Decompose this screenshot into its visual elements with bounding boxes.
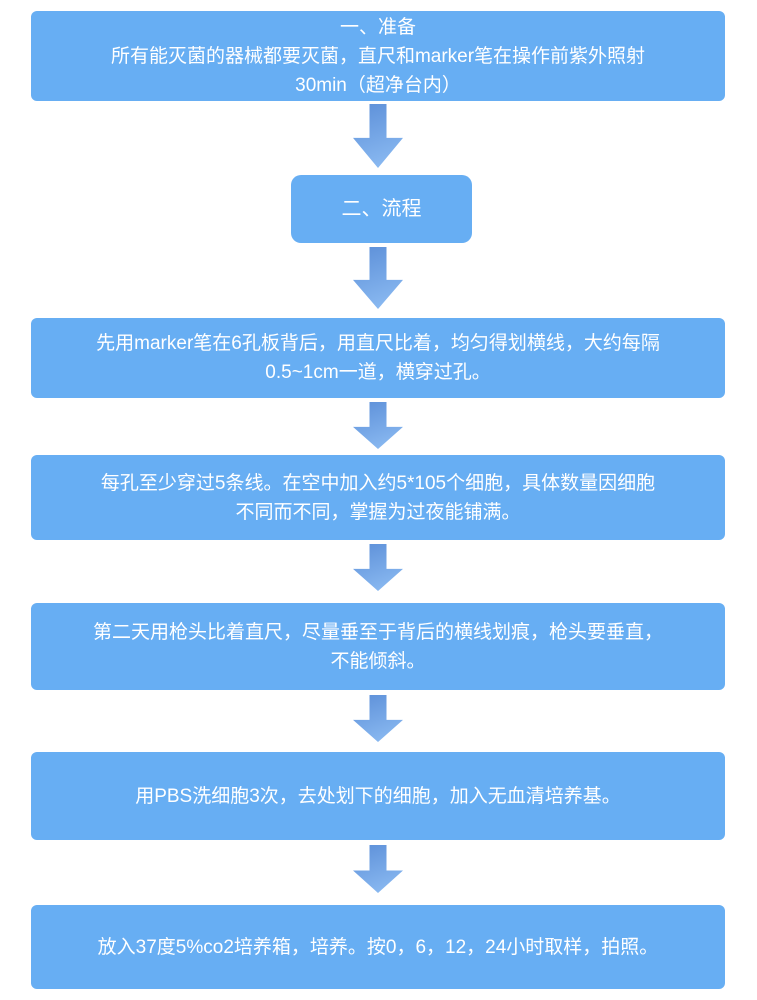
- flow-node-step-incubate: 放入37度5%co2培养箱，培养。按0，6，12，24小时取样，拍照。: [31, 905, 725, 989]
- down-arrow-icon: [353, 695, 403, 742]
- down-arrow-icon: [353, 247, 403, 309]
- down-arrow-icon: [353, 104, 403, 168]
- flow-node-step-wash: 用PBS洗细胞3次，去处划下的细胞，加入无血清培养基。: [31, 752, 725, 840]
- down-arrow-icon: [353, 845, 403, 893]
- flow-node-prepare-header: 一、准备 所有能灭菌的器械都要灭菌，直尺和marker笔在操作前紫外照射 30m…: [31, 11, 725, 101]
- down-arrow-icon: [353, 402, 403, 449]
- flow-node-process-header: 二、流程: [291, 175, 472, 243]
- down-arrow-icon: [353, 544, 403, 591]
- flow-node-step-draw-lines: 先用marker笔在6孔板背后，用直尺比着，均匀得划横线，大约每隔 0.5~1c…: [31, 318, 725, 398]
- flow-node-step-scratch: 第二天用枪头比着直尺，尽量垂至于背后的横线划痕，枪头要垂直， 不能倾斜。: [31, 603, 725, 690]
- flow-node-step-seed-cells: 每孔至少穿过5条线。在空中加入约5*105个细胞，具体数量因细胞 不同而不同，掌…: [31, 455, 725, 540]
